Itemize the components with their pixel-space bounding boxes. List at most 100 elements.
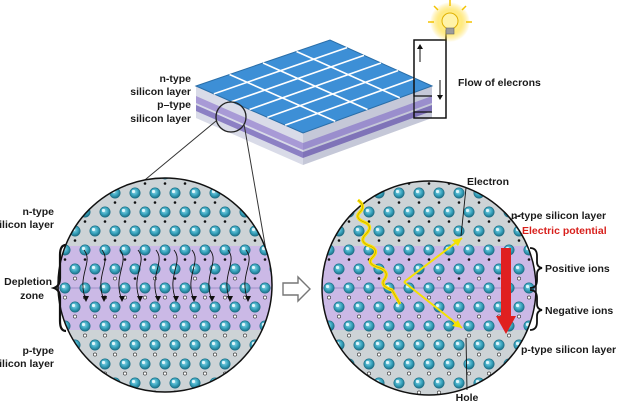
- panel-side-purple: [303, 96, 432, 150]
- ion: [344, 169, 354, 179]
- ion: [304, 245, 314, 255]
- label-top-ntype-2: silicon layer: [130, 86, 191, 98]
- ion: [304, 397, 314, 407]
- ion: [453, 187, 465, 199]
- ion: [229, 187, 241, 199]
- ion: [139, 178, 151, 180]
- ion: [433, 225, 445, 237]
- ion: [513, 377, 525, 389]
- process-arrow-icon: [282, 275, 311, 303]
- ion: [79, 206, 91, 218]
- ion: [149, 339, 161, 351]
- ion: [322, 377, 325, 389]
- ion: [169, 339, 181, 351]
- ion: [79, 282, 91, 294]
- ion: [443, 282, 455, 294]
- ion: [119, 206, 131, 218]
- ion: [280, 207, 290, 217]
- ion: [259, 178, 271, 180]
- ion: [160, 397, 170, 407]
- panel-side-purple-2: [303, 105, 432, 158]
- ion: [219, 206, 231, 218]
- ion: [493, 377, 505, 389]
- ion: [383, 358, 395, 370]
- ion: [89, 339, 101, 351]
- label-negative-ions: Negative ions: [545, 305, 613, 317]
- ion: [69, 301, 81, 313]
- ion: [159, 282, 171, 294]
- ion: [403, 320, 415, 332]
- ion: [219, 178, 231, 180]
- ion: [260, 397, 270, 407]
- ion: [403, 244, 415, 256]
- ion: [493, 187, 505, 199]
- ion: [40, 169, 50, 179]
- ion: [483, 358, 495, 370]
- ion: [433, 377, 445, 389]
- ion: [423, 244, 435, 256]
- ion: [322, 187, 325, 199]
- ion: [69, 377, 81, 389]
- hole-leader: [465, 337, 468, 391]
- ion: [129, 225, 141, 237]
- ion: [554, 378, 564, 388]
- ion: [269, 377, 272, 389]
- positive-ions-brace: [529, 247, 543, 289]
- ion: [324, 397, 334, 407]
- ion: [119, 282, 131, 294]
- ion: [200, 397, 210, 407]
- panel-purple-layer: [196, 96, 303, 150]
- ion: [89, 225, 101, 237]
- ion: [169, 187, 181, 199]
- label-right-ptype: p-type silicon layer: [521, 344, 616, 356]
- ion: [383, 206, 395, 218]
- ion: [290, 188, 300, 198]
- ion: [453, 339, 465, 351]
- ion: [323, 358, 335, 370]
- ion: [179, 206, 191, 218]
- label-top-ptype-1: p–type: [157, 99, 191, 111]
- ion: [79, 244, 91, 256]
- ion: [229, 301, 241, 313]
- ion: [169, 377, 181, 389]
- ion: [249, 301, 261, 313]
- ion: [290, 264, 300, 274]
- ion: [433, 339, 445, 351]
- ion: [189, 187, 201, 199]
- electron-leader: [460, 187, 467, 237]
- ion: [229, 225, 241, 237]
- ion: [544, 359, 554, 369]
- ion: [453, 301, 465, 313]
- ion: [199, 244, 211, 256]
- ion: [290, 302, 300, 312]
- labels: n-type silicon layer p–type silicon laye…: [0, 73, 616, 404]
- ion: [383, 320, 395, 332]
- ion: [179, 320, 191, 332]
- ion: [269, 187, 272, 199]
- ion: [413, 225, 425, 237]
- ion: [413, 339, 425, 351]
- ion: [444, 397, 454, 407]
- ion: [100, 397, 110, 407]
- ion: [69, 263, 81, 275]
- ion: [280, 397, 290, 407]
- ion: [129, 301, 141, 313]
- ion: [149, 187, 161, 199]
- ion: [384, 397, 394, 407]
- negative-ions-brace: [529, 289, 543, 331]
- left-electron-arrows: [82, 249, 251, 302]
- ion: [59, 282, 71, 294]
- ion: [322, 339, 325, 351]
- ion: [59, 178, 71, 180]
- ion: [89, 187, 101, 199]
- ion: [403, 358, 415, 370]
- ion: [159, 320, 171, 332]
- ion: [433, 187, 445, 199]
- ion: [304, 321, 314, 331]
- ion: [120, 397, 130, 407]
- ion: [554, 188, 564, 198]
- ion: [353, 301, 365, 313]
- ion: [99, 178, 111, 180]
- ion: [280, 169, 290, 179]
